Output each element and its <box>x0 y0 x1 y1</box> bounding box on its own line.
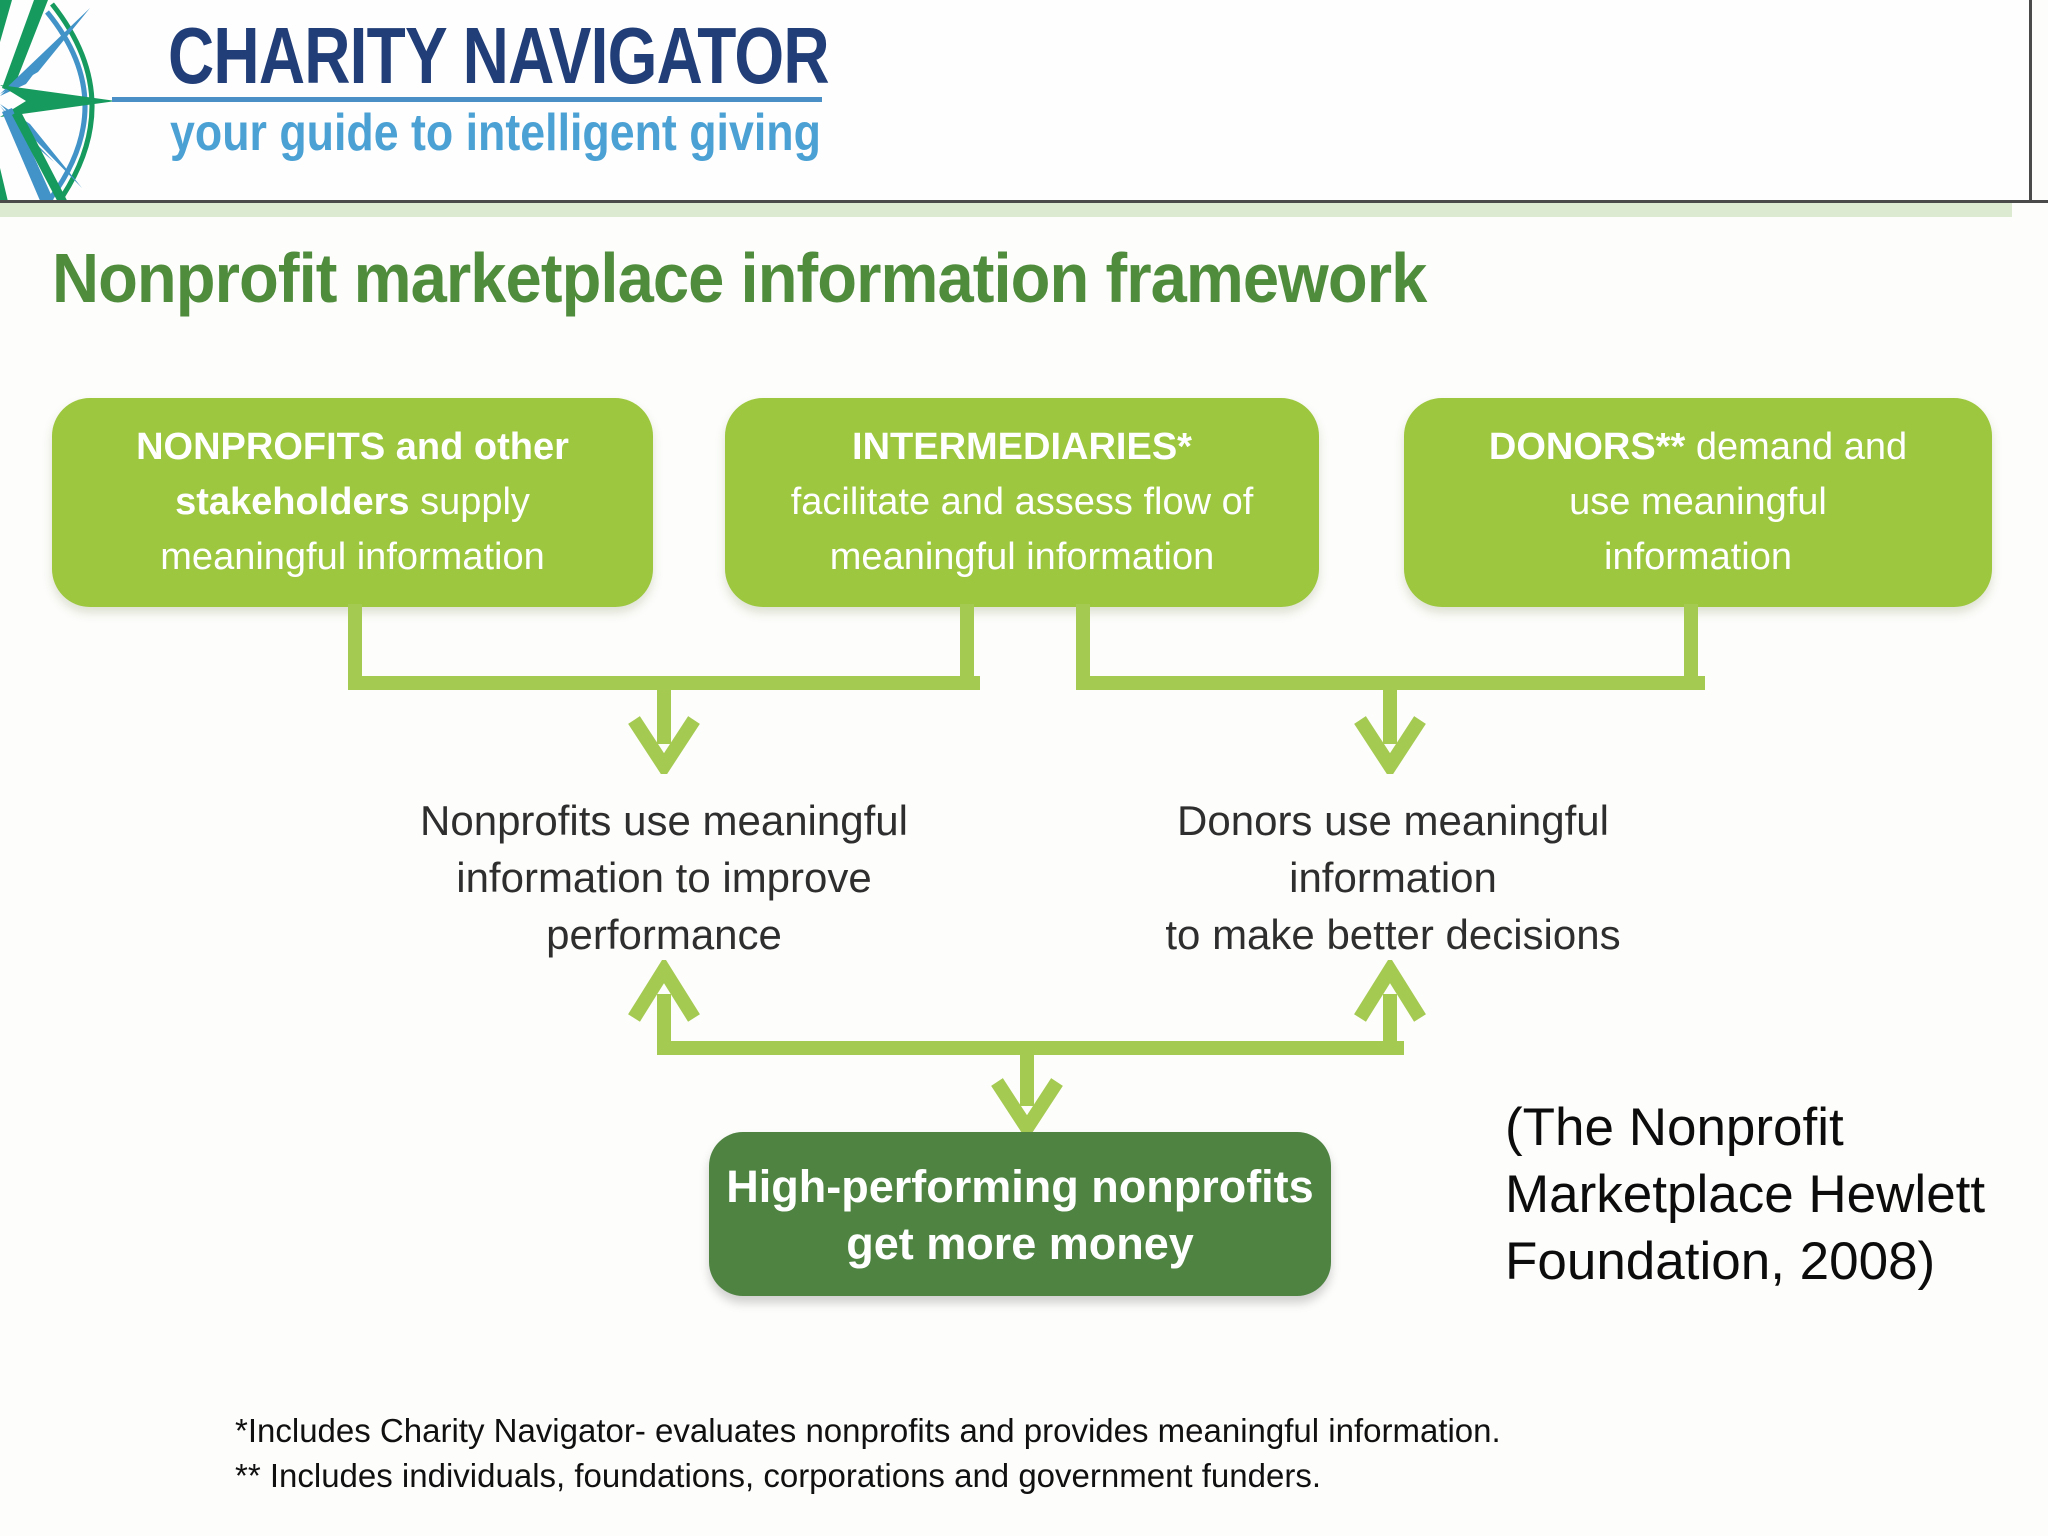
box-line: INTERMEDIARIES* <box>852 426 1192 468</box>
footnotes: *Includes Charity Navigator- evaluates n… <box>235 1408 1501 1498</box>
slide-title: Nonprofit marketplace information framew… <box>52 239 1427 317</box>
connector-line <box>960 604 974 690</box>
arrow-up-icon <box>628 960 700 1052</box>
citation: (The Nonprofit Marketplace Hewlett Found… <box>1505 1098 1986 1291</box>
connector-line <box>1076 604 1090 690</box>
header: CHARITY NAVIGATOR your guide to intellig… <box>0 0 2032 210</box>
connector-bar <box>1076 676 1705 690</box>
box-line: DONORS** demand and <box>1488 426 1908 468</box>
header-green-band <box>0 203 2012 217</box>
donors-box: DONORS** demand and use meaningful infor… <box>1404 398 1992 607</box>
box-line: information <box>1604 536 1792 578</box>
footnote-line: *Includes Charity Navigator- evaluates n… <box>235 1412 1501 1449</box>
connector-bar <box>657 1041 1404 1055</box>
compass-star-icon <box>0 0 116 210</box>
donors-use-text: Donors use meaningful information to mak… <box>1165 797 1621 958</box>
outcome-box: High-performing nonprofits get more mone… <box>709 1132 1331 1296</box>
nonprofits-use-text: Nonprofits use meaningful information to… <box>420 797 908 958</box>
header-underline <box>0 200 2048 203</box>
nonprofits-box: NONPROFITS and other stakeholders supply… <box>52 398 653 607</box>
brand-tagline: your guide to intelligent giving <box>170 104 821 162</box>
box-line: stakeholders supply <box>175 481 530 523</box>
intermediaries-box: INTERMEDIARIES* facilitate and assess fl… <box>725 398 1319 607</box>
brand-rule <box>112 97 822 102</box>
box-line: use meaningful <box>1569 481 1827 523</box>
footnote-line: ** Includes individuals, foundations, co… <box>235 1457 1322 1494</box>
brand-wordmark: CHARITY NAVIGATOR <box>168 11 830 100</box>
arrow-down-icon <box>1354 688 1426 774</box>
arrow-down-icon <box>628 688 700 774</box>
box-line: meaningful information <box>829 536 1215 578</box>
box-line: meaningful information <box>160 536 545 578</box>
box-line: facilitate and assess flow of <box>790 481 1254 523</box>
connector-line <box>1684 604 1698 690</box>
arrow-down-icon <box>991 1050 1063 1136</box>
box-line: NONPROFITS and other <box>136 426 569 468</box>
connector-line <box>348 604 362 690</box>
connector-bar <box>348 676 980 690</box>
arrow-up-icon <box>1354 960 1426 1052</box>
